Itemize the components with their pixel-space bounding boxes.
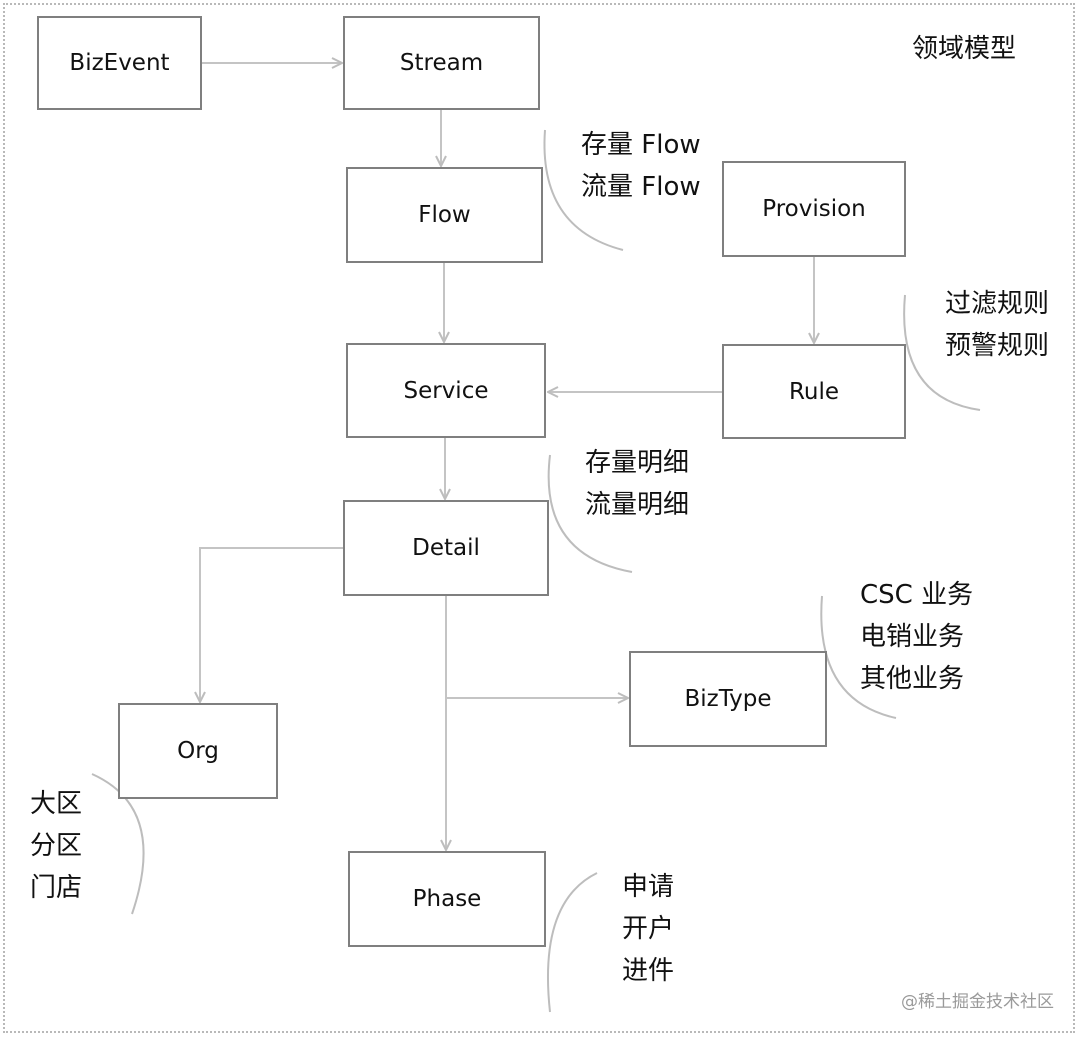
note-org-line: 大区 xyxy=(30,789,83,819)
node-detail: Detail xyxy=(343,500,549,596)
node-biztype: BizType xyxy=(629,651,827,747)
node-flow: Flow xyxy=(346,167,543,263)
note-phase-line: 申请 xyxy=(622,872,675,902)
watermark: @稀土掘金技术社区 xyxy=(901,992,1054,1012)
note-org-line: 门店 xyxy=(30,873,83,903)
note-detail: 存量明细 流量明细 xyxy=(585,442,689,526)
note-phase-line: 进件 xyxy=(622,956,675,986)
note-org-line: 分区 xyxy=(30,831,83,861)
node-bizevent: BizEvent xyxy=(37,16,202,110)
note-rule-line: 过滤规则 xyxy=(945,289,1050,319)
brace-biztype xyxy=(820,595,897,719)
note-org: 大区 分区 门店 xyxy=(30,783,82,909)
note-detail-line: 存量明细 xyxy=(585,448,690,478)
brace-flow xyxy=(543,129,624,251)
note-detail-line: 流量明细 xyxy=(585,490,690,520)
node-service: Service xyxy=(346,343,546,438)
diagram-frame xyxy=(3,3,1075,1033)
note-biztype-line: CSC 业务 xyxy=(860,580,974,610)
note-rule: 过滤规则 预警规则 xyxy=(945,283,1049,367)
arrow-detail-org xyxy=(200,547,343,702)
brace-phase xyxy=(546,872,598,1013)
note-phase-line: 开户 xyxy=(622,914,675,944)
note-flow: 存量 Flow 流量 Flow xyxy=(581,124,701,208)
note-flow-line: 流量 Flow xyxy=(581,172,701,202)
note-flow-line: 存量 Flow xyxy=(581,130,701,160)
note-biztype-line: 电销业务 xyxy=(860,622,965,652)
brace-rule xyxy=(903,294,981,411)
note-biztype: CSC 业务 电销业务 其他业务 xyxy=(860,574,973,700)
brace-org xyxy=(91,773,145,915)
note-biztype-line: 其他业务 xyxy=(860,664,965,694)
node-rule: Rule xyxy=(722,344,906,439)
brace-detail xyxy=(547,454,633,573)
node-org: Org xyxy=(118,703,278,799)
note-phase: 申请 开户 进件 xyxy=(622,866,674,992)
note-rule-line: 预警规则 xyxy=(945,331,1050,361)
node-stream: Stream xyxy=(343,16,540,110)
node-phase: Phase xyxy=(348,851,546,947)
node-provision: Provision xyxy=(722,161,906,257)
diagram-title: 领域模型 xyxy=(912,34,1017,64)
